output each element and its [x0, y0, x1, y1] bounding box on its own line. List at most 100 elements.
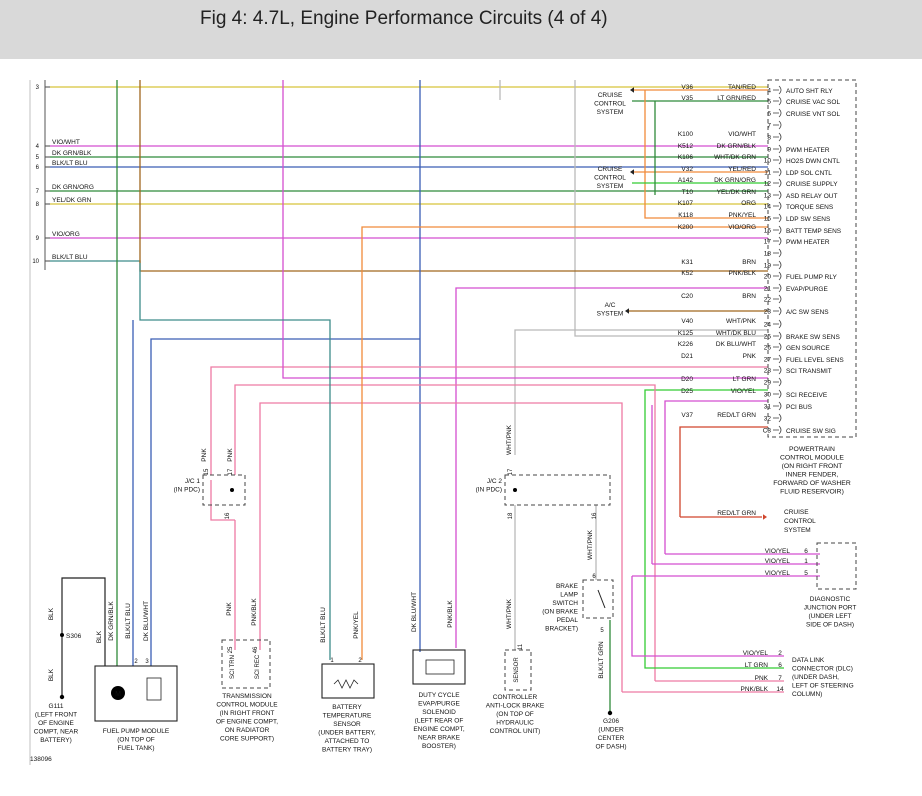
pcm-pin-number: 21 [764, 286, 772, 293]
tcm-label: CONTROL MODULE [216, 702, 278, 709]
pcm-wire-color: LT GRN [733, 376, 757, 383]
pcm-terminal-icon [778, 85, 782, 95]
pcm-pin-number: 20 [764, 274, 772, 281]
ac-system-label: A/C [605, 302, 616, 309]
pcm-pin-number: 18 [764, 251, 772, 258]
arrow-icon [625, 308, 629, 314]
row-wire-label: DK GRN/ORG [52, 184, 94, 191]
pcm-circuit-id: V32 [681, 166, 693, 173]
pcm-wire-color: TAN/RED [728, 84, 756, 91]
ground-label: OF DASH) [595, 744, 626, 751]
splice-label: S306 [66, 633, 82, 640]
pcm-circuit-id: K226 [678, 341, 694, 348]
pcm-wire-color: VIO/ORG [728, 224, 756, 231]
brake-switch-label: BRAKE [556, 583, 579, 590]
pcm-circuit-id: K106 [678, 154, 694, 161]
pcm-connector [767, 79, 857, 438]
wire-color-label: VIO/YEL [743, 650, 769, 657]
wire-color-label: VIO/YEL [765, 570, 791, 577]
splice-dot [513, 488, 517, 492]
ground-label: (UNDER [598, 727, 624, 734]
pcm-circuit-id: V40 [681, 318, 693, 325]
wire-wht-pnk [514, 329, 768, 455]
pcm-pin-function: ASD RELAY OUT [786, 193, 837, 200]
pcm-terminal-icon [778, 108, 782, 118]
pin-number: 14 [776, 686, 784, 693]
wire-pnk-dlc [234, 384, 656, 681]
pcm-terminal-icon [778, 413, 782, 423]
pcm-terminal-icon [778, 96, 782, 106]
ground-label: CENTER [598, 735, 625, 742]
pcm-circuit-id: V37 [681, 412, 693, 419]
row-wire-label: VIO/WHT [52, 139, 80, 146]
wire-brn-fuel [139, 80, 768, 272]
figure-number: 138096 [30, 756, 52, 763]
pcm-circuit-id: K200 [678, 224, 694, 231]
wire-pnk-jc1 [210, 480, 235, 521]
brake-switch-label: BRACKET) [545, 626, 578, 633]
wire-color-label: BLK [48, 668, 55, 681]
wire-color-label: PNK/BLK [251, 598, 258, 626]
row-number: 4 [36, 144, 40, 150]
pin-number: 6 [592, 574, 596, 580]
pcm-circuit-id: K107 [678, 200, 694, 207]
pcm-pin-function: GEN SOURCE [786, 345, 830, 352]
dlc-label: CONNECTOR (DLC) [792, 666, 853, 673]
wire-blk-ground [61, 577, 106, 666]
jc1-label: J/C 1 [185, 478, 201, 485]
pin-number: 15 [204, 468, 210, 475]
pcm-pin-function: FUEL LEVEL SENS [786, 357, 844, 364]
wire-color-label: PNK/BLK [447, 600, 454, 628]
wire-color-label: VIO/YEL [765, 548, 791, 555]
pcm-pin-function: FUEL PUMP RLY [786, 274, 837, 281]
pin-number: 2 [134, 659, 138, 665]
pin-number: 5 [804, 570, 808, 577]
evap-label: (LEFT REAR OF [415, 718, 464, 725]
pin-number: 25 [228, 646, 234, 653]
pcm-terminal-icon [778, 190, 782, 200]
pcm-label: CONTROL MODULE [780, 455, 844, 462]
evap-label: ENGINE COMPT, [413, 726, 464, 733]
pcm-label: FORWARD OF WASHER [773, 480, 851, 487]
arrow-icon [630, 169, 634, 175]
tcm-label: ON RADIATOR [225, 727, 270, 734]
ground-label: BATTERY) [40, 737, 72, 744]
wire-red-lt-grn [679, 426, 768, 517]
tcm-label: TRANSMISSION [222, 693, 272, 700]
pcm-terminal-icon [778, 306, 782, 316]
pcm-pin-function: PWM HEATER [786, 147, 830, 154]
pcm-terminal-icon [778, 354, 782, 364]
pcm-terminal-icon [778, 342, 782, 352]
pin-number: 6 [778, 662, 782, 669]
thermistor-icon [333, 679, 359, 689]
pcm-terminal-icon [778, 260, 782, 270]
pcm-pin-function: PWM HEATER [786, 239, 830, 246]
row-number: 6 [36, 165, 40, 171]
abs-label: CONTROL UNIT) [490, 728, 541, 735]
wire-blk-lt-blu [50, 260, 141, 263]
wire-color-label: WHT/PNK [506, 598, 513, 629]
ground-icon [607, 710, 613, 716]
pcm-circuit-id: K31 [681, 259, 693, 266]
arrow-icon [763, 514, 767, 520]
abs-label: HYDRAULIC [496, 720, 534, 727]
wire-pnk-sci [210, 366, 768, 475]
wire-color-label: PNK/BLK [741, 686, 769, 693]
pcm-terminal-icon [778, 319, 782, 329]
jc2-connector [504, 474, 611, 506]
pcm-pin-number: 25 [764, 334, 772, 341]
pcm-pin-function: HO2S DWN CNTL [786, 158, 840, 165]
cruise-label: SYSTEM [597, 109, 624, 116]
pcm-pin-number: 32 [764, 416, 772, 423]
battery-temp-label: ATTACHED TO [325, 738, 370, 745]
pcm-pin-function: CRUISE SUPPLY [786, 181, 838, 188]
wire-pnk-yel [361, 226, 768, 660]
diag-port-label: (UNDER LEFT [809, 613, 852, 620]
pcm-circuit-id: K125 [678, 330, 694, 337]
motor-icon [111, 686, 125, 700]
pcm-pin-function: CRUISE VAC SOL [786, 99, 840, 106]
diag-port-label: JUNCTION PORT [804, 605, 857, 612]
pcm-pin-number: 14 [764, 204, 772, 211]
row-wire-label: BLK/LT BLU [52, 160, 88, 167]
